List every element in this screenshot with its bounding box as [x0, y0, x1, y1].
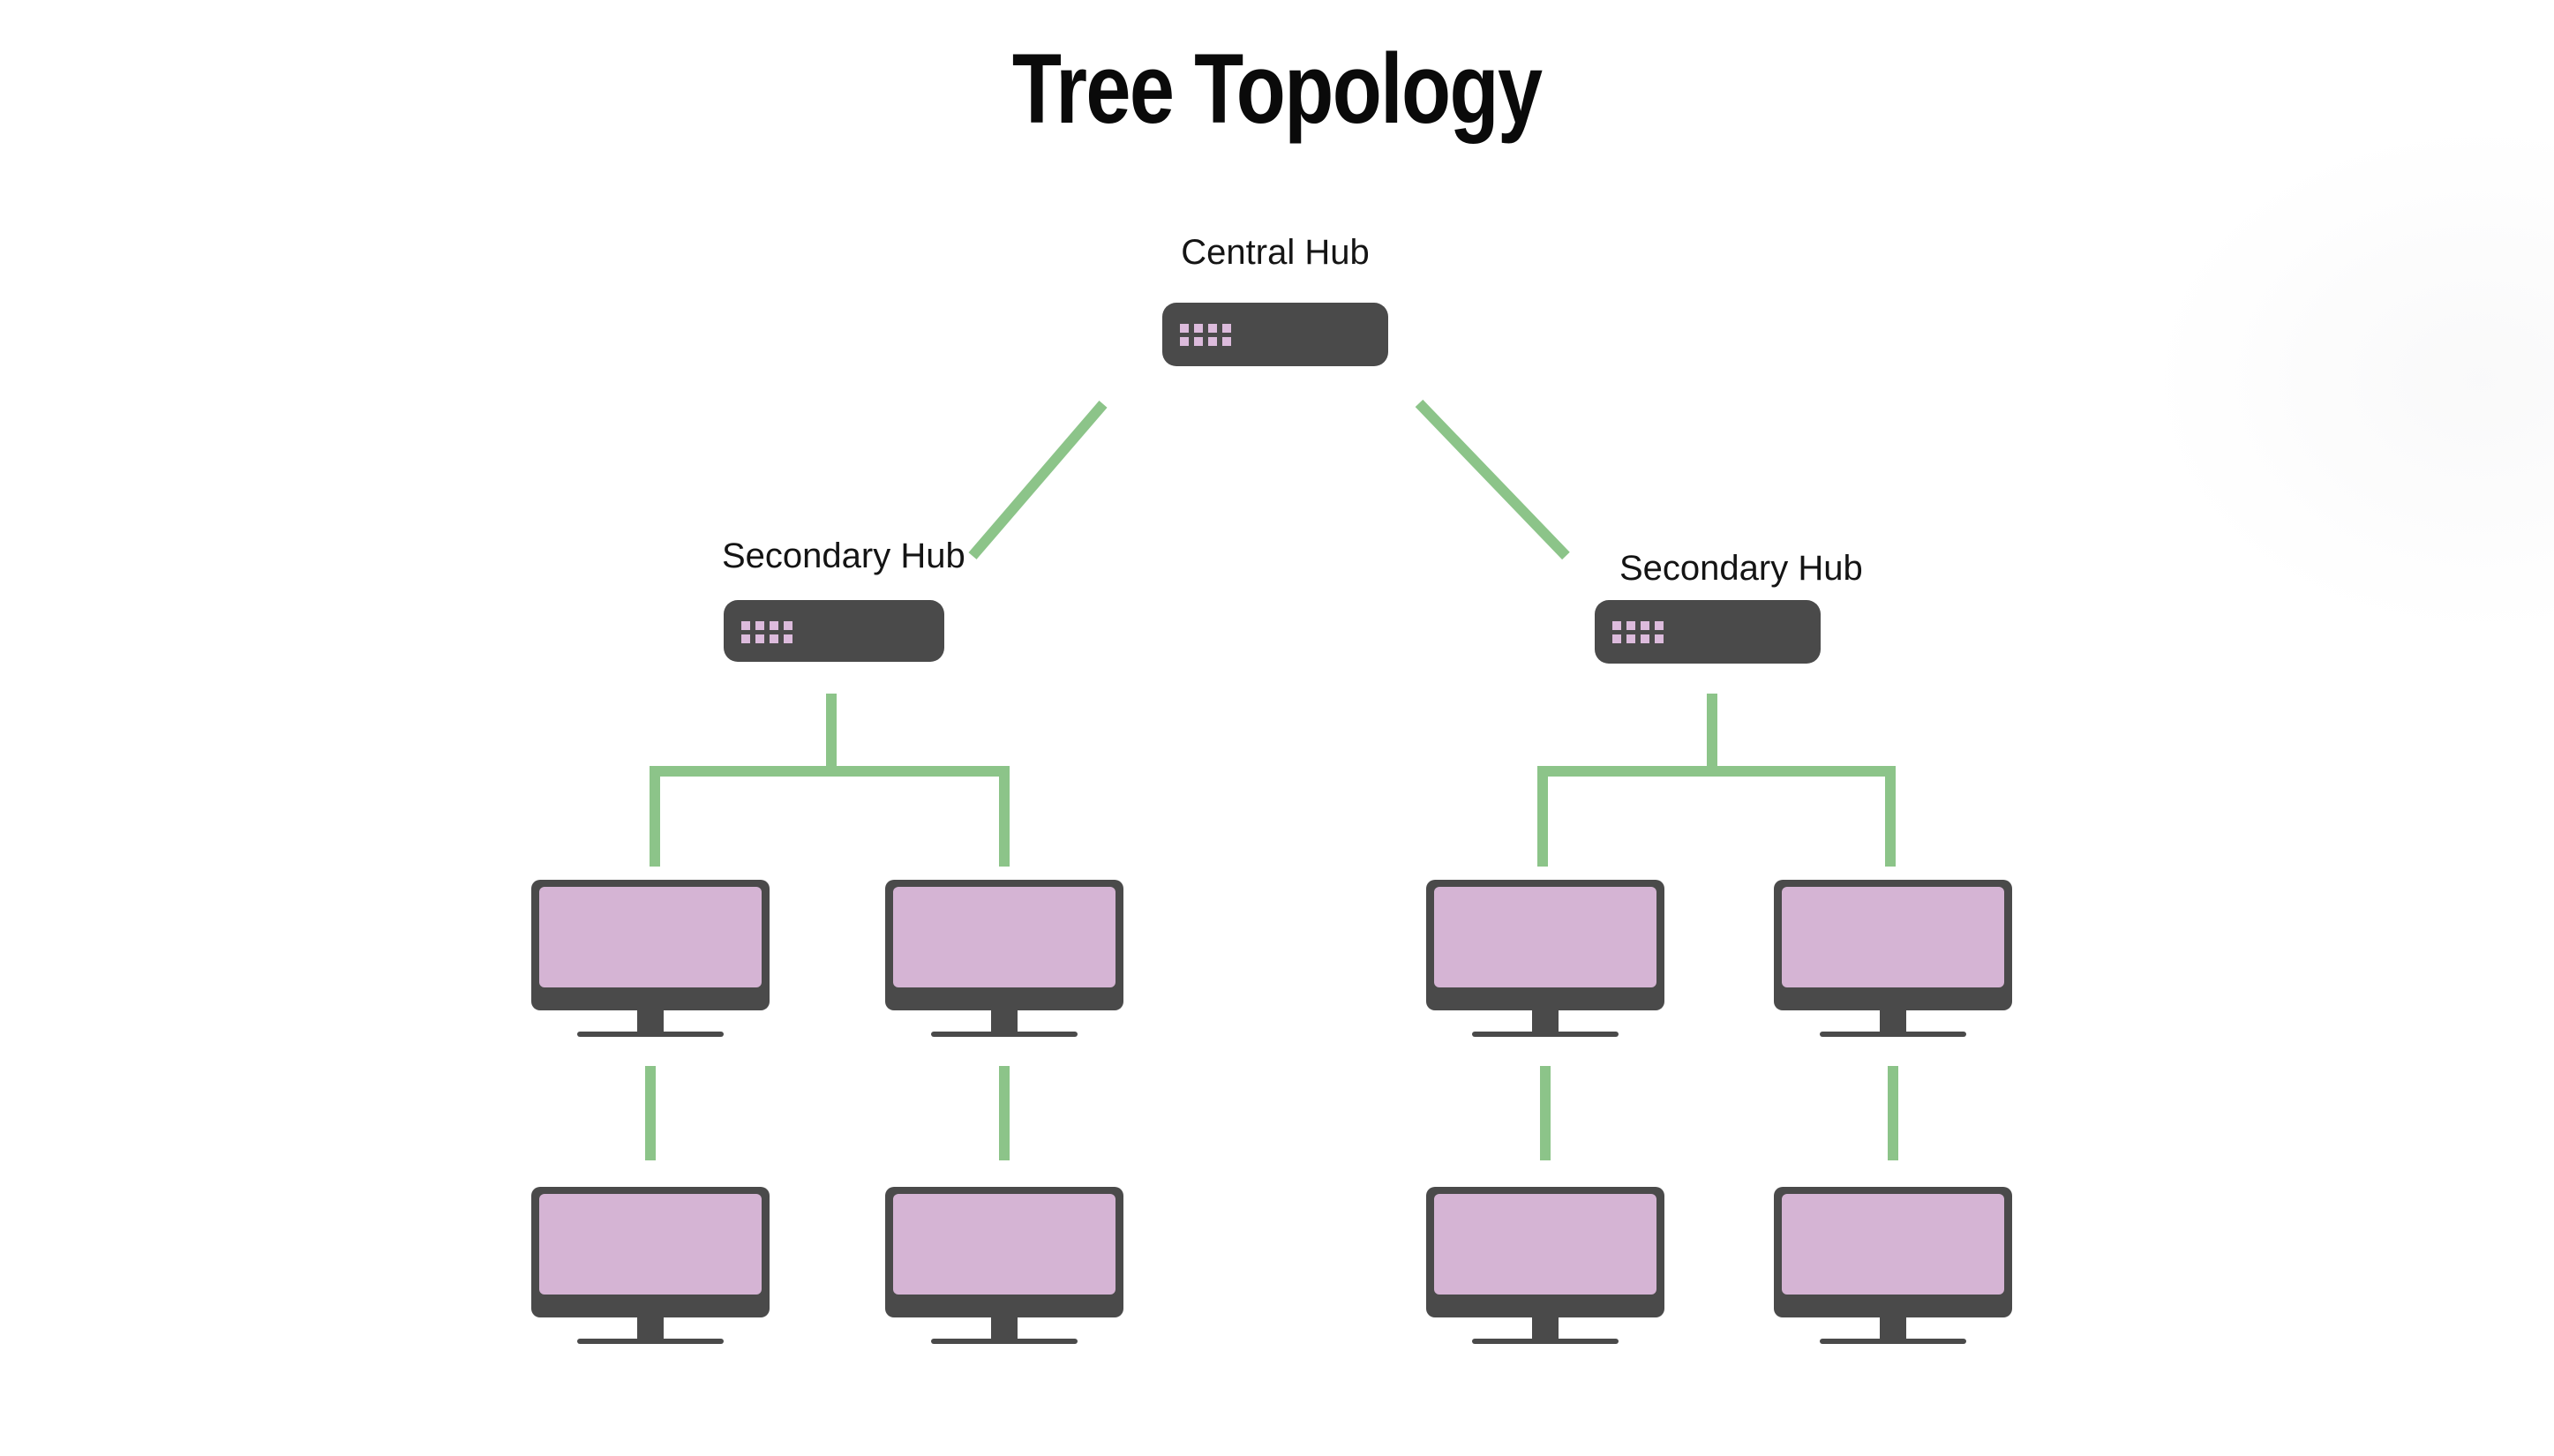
monitor-base: [1820, 1339, 1966, 1344]
port-dot: [741, 634, 750, 643]
monitor-base: [931, 1339, 1078, 1344]
edge-left-hub-stem: [826, 694, 837, 777]
monitor-stand: [637, 1009, 664, 1033]
computer-node: [531, 1187, 770, 1346]
port-dot: [1641, 634, 1649, 643]
port-dot: [1222, 337, 1231, 346]
monitor-icon: [1774, 880, 2012, 1010]
central-hub-device: [1162, 303, 1388, 366]
hub-ports-icon: [1612, 621, 1664, 643]
monitor-screen: [1782, 887, 2004, 987]
port-dot: [1655, 634, 1664, 643]
page-title: Tree Topology: [1011, 34, 1543, 144]
port-dot: [1194, 324, 1203, 333]
monitor-screen: [539, 887, 762, 987]
edge-central-to-left-hub: [968, 400, 1108, 559]
port-dot: [1626, 621, 1635, 630]
port-dot: [1612, 634, 1621, 643]
monitor-icon: [1774, 1187, 2012, 1317]
edge-left-drop-to-computer-2: [999, 766, 1010, 867]
port-dot: [784, 621, 792, 630]
secondary-hub-left-label: Secondary Hub: [722, 537, 965, 575]
port-dot: [755, 634, 764, 643]
monitor-base: [1472, 1032, 1619, 1037]
port-dot: [770, 621, 778, 630]
secondary-hub-left-device: [724, 600, 944, 662]
monitor-icon: [531, 1187, 770, 1317]
monitor-icon: [885, 1187, 1123, 1317]
port-dot: [1180, 337, 1189, 346]
monitor-base: [577, 1032, 724, 1037]
monitor-icon: [885, 880, 1123, 1010]
monitor-stand: [991, 1316, 1018, 1340]
hub-ports-icon: [1180, 324, 1231, 346]
computer-node: [531, 880, 770, 1039]
edge-computer1-to-computer5: [645, 1066, 656, 1160]
monitor-stand: [637, 1316, 664, 1340]
port-dot: [1641, 621, 1649, 630]
edge-left-drop-to-computer-1: [650, 766, 660, 867]
port-dot: [1208, 324, 1217, 333]
port-dot: [755, 621, 764, 630]
port-dot: [1208, 337, 1217, 346]
monitor-screen: [893, 887, 1115, 987]
monitor-icon: [531, 880, 770, 1010]
monitor-stand: [1532, 1316, 1559, 1340]
edge-central-to-right-hub: [1415, 399, 1570, 560]
port-dot: [1180, 324, 1189, 333]
port-dot: [1194, 337, 1203, 346]
monitor-stand: [1880, 1009, 1906, 1033]
port-dot: [770, 634, 778, 643]
monitor-icon: [1426, 880, 1664, 1010]
secondary-hub-right-device: [1595, 600, 1821, 664]
monitor-base: [1820, 1032, 1966, 1037]
central-hub-label: Central Hub: [1181, 233, 1370, 272]
port-dot: [1222, 324, 1231, 333]
computer-node: [1426, 1187, 1664, 1346]
monitor-base: [1472, 1339, 1619, 1344]
port-dot: [784, 634, 792, 643]
port-dot: [1612, 621, 1621, 630]
edge-computer4-to-computer8: [1888, 1066, 1898, 1160]
computer-node: [1426, 880, 1664, 1039]
edge-right-branch-bar: [1537, 766, 1896, 777]
port-dot: [1655, 621, 1664, 630]
monitor-screen: [1782, 1194, 2004, 1295]
monitor-icon: [1426, 1187, 1664, 1317]
monitor-screen: [1434, 887, 1656, 987]
monitor-stand: [1532, 1009, 1559, 1033]
monitor-screen: [539, 1194, 762, 1295]
port-dot: [741, 621, 750, 630]
edge-computer2-to-computer6: [999, 1066, 1010, 1160]
computer-node: [885, 880, 1123, 1039]
computer-node: [1774, 880, 2012, 1039]
edge-computer3-to-computer7: [1540, 1066, 1551, 1160]
secondary-hub-right-label: Secondary Hub: [1619, 549, 1863, 588]
computer-node: [1774, 1187, 2012, 1346]
monitor-base: [931, 1032, 1078, 1037]
monitor-screen: [1434, 1194, 1656, 1295]
monitor-stand: [1880, 1316, 1906, 1340]
computer-node: [885, 1187, 1123, 1346]
edge-right-hub-stem: [1707, 694, 1717, 777]
monitor-stand: [991, 1009, 1018, 1033]
edge-left-branch-bar: [650, 766, 1010, 777]
monitor-base: [577, 1339, 724, 1344]
edge-right-drop-to-computer-4: [1885, 766, 1896, 867]
port-dot: [1626, 634, 1635, 643]
edge-right-drop-to-computer-3: [1537, 766, 1548, 867]
monitor-screen: [893, 1194, 1115, 1295]
hub-ports-icon: [741, 621, 792, 643]
